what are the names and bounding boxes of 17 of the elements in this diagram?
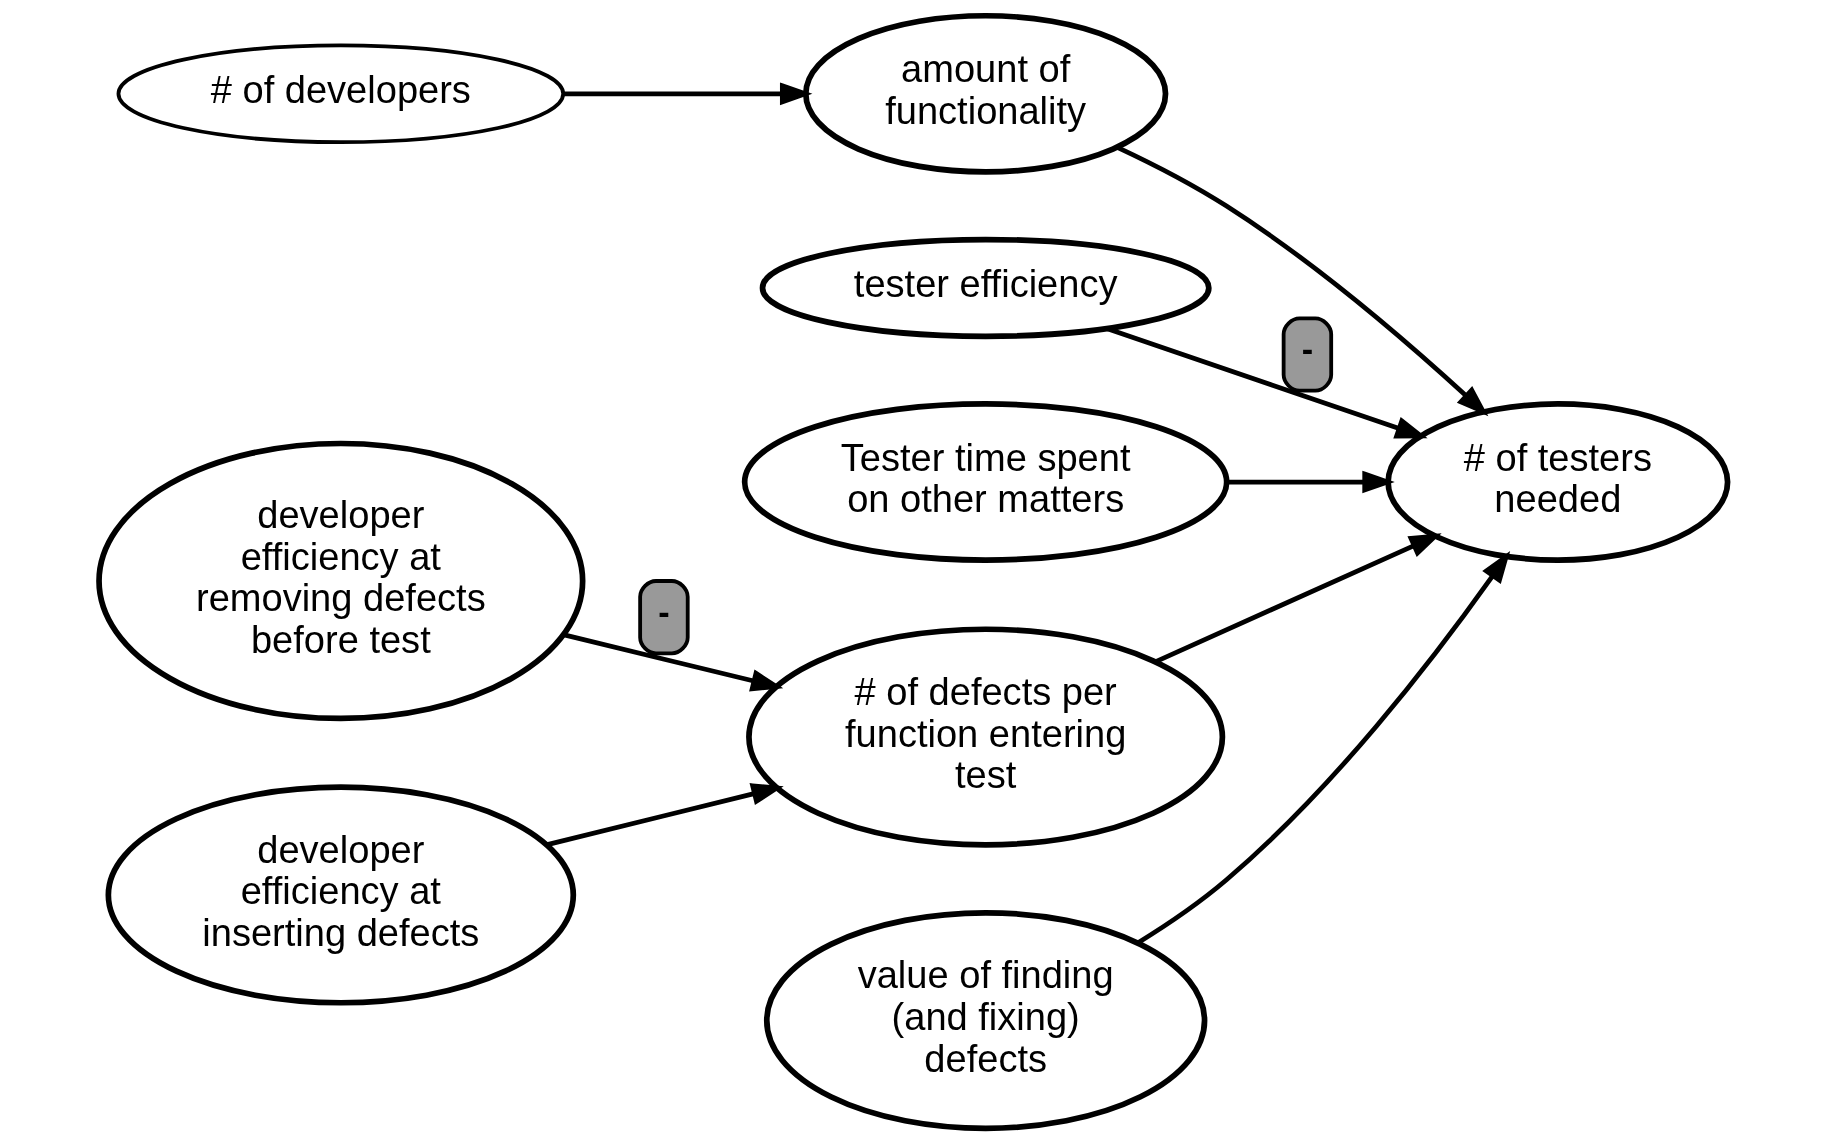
arrow (563, 632, 783, 692)
arrow (546, 783, 784, 847)
node-ellipse: Tester time spent on other matters (741, 401, 1230, 563)
node-ellipse: # of testers needed (1384, 401, 1730, 563)
node-ellipse: developer efficiency at removing defects before test (95, 440, 585, 722)
arrow (1135, 550, 1510, 945)
node-ellipse: tester efficiency (759, 236, 1212, 340)
arrow (1115, 145, 1488, 417)
arrow (1226, 470, 1395, 494)
node-ellipse: # of developers (116, 43, 565, 145)
arrow (1154, 533, 1442, 664)
arrow (562, 82, 812, 106)
node-ellipse: developer efficiency at inserting defects (105, 784, 576, 1006)
node-ellipse: amount of functionality (802, 12, 1168, 175)
edge-label: - (657, 592, 670, 631)
node-ellipse: value of finding (and fixing) defects (763, 909, 1207, 1132)
edge-label: - (1301, 329, 1313, 368)
